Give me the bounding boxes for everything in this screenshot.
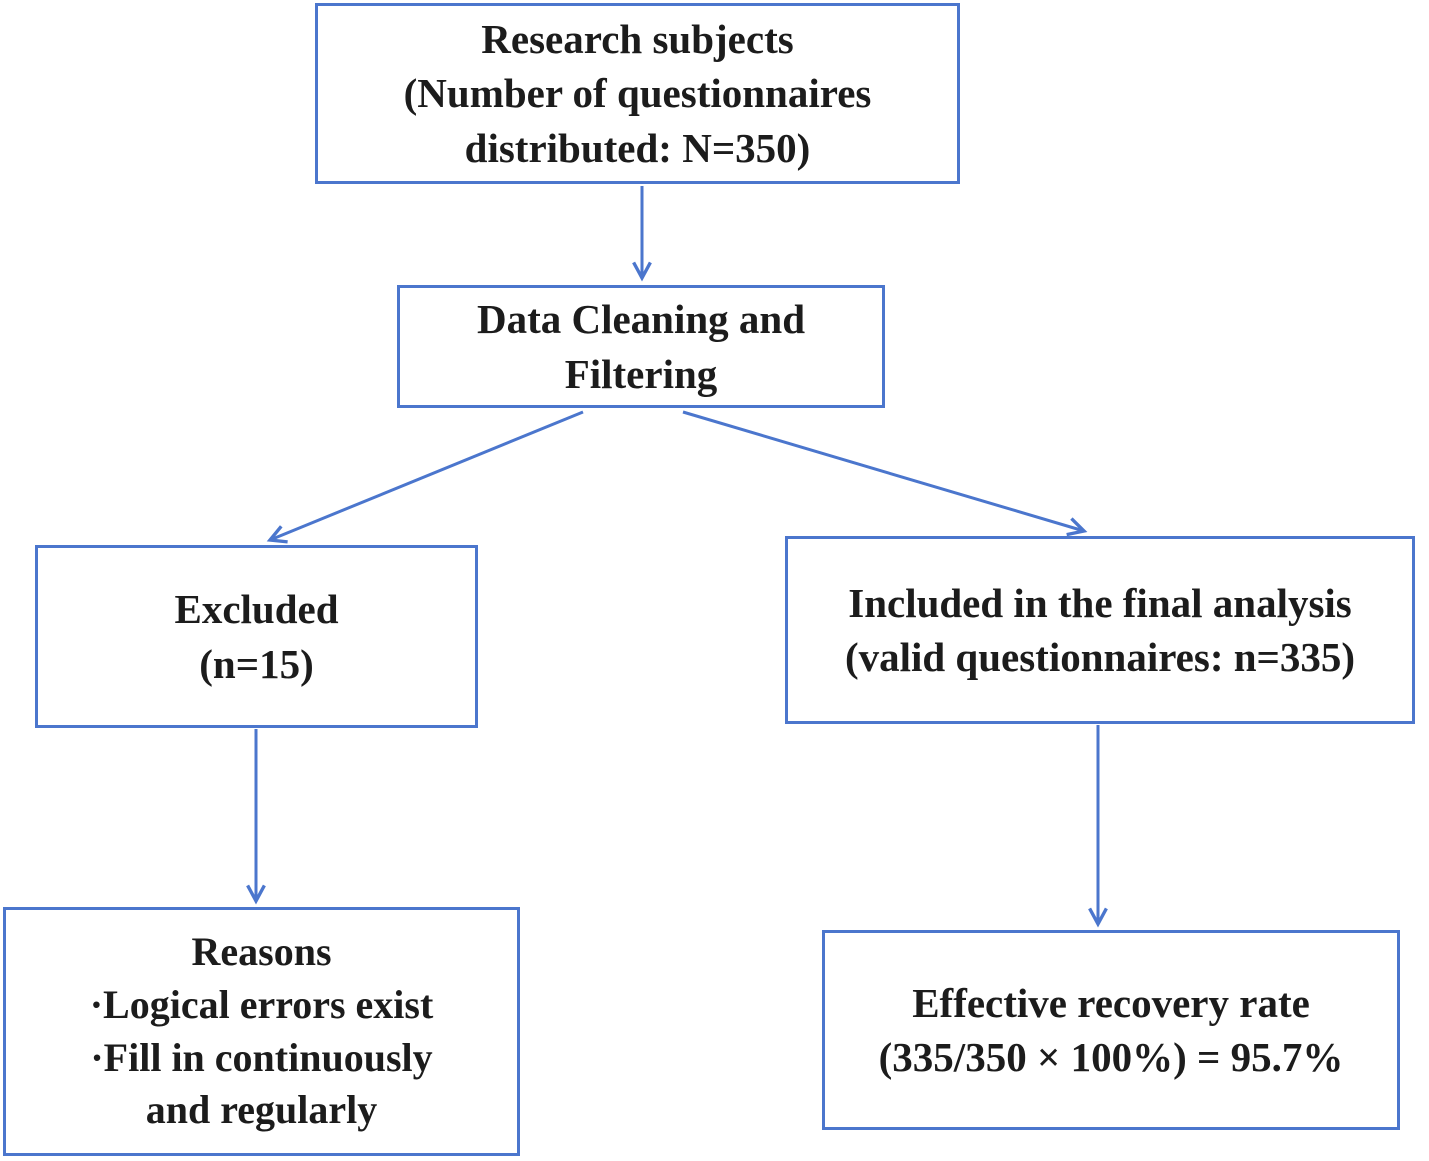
node-reasons-line: ·Logical errors exist: [89, 981, 434, 1027]
node-excluded: Excluded (n=15): [35, 545, 478, 728]
node-reasons-line: and regularly: [145, 1087, 378, 1133]
node-recovery-line: Effective recovery rate: [912, 979, 1310, 1026]
arrow-cleaning-to-excluded: [266, 410, 584, 544]
arrow-cleaning-to-included: [682, 410, 1088, 537]
node-research-subjects-line: distributed: N=350): [464, 124, 811, 171]
node-exclusion-reasons: Reasons ·Logical errors exist ·Fill in c…: [3, 907, 520, 1156]
node-data-cleaning-line: Filtering: [564, 350, 718, 397]
node-included-line: Included in the final analysis: [848, 579, 1352, 626]
node-research-subjects-line: Research subjects: [481, 16, 794, 63]
node-effective-recovery-rate: Effective recovery rate (335/350 × 100%)…: [822, 930, 1400, 1130]
node-excluded-line: Excluded: [174, 586, 339, 633]
node-data-cleaning-line: Data Cleaning and: [476, 296, 806, 343]
node-excluded-line: (n=15): [199, 640, 314, 687]
node-reasons-line: ·Fill in continuously: [90, 1034, 433, 1080]
node-reasons-line: Reasons: [191, 928, 332, 974]
node-data-cleaning: Data Cleaning and Filtering: [397, 285, 885, 408]
node-research-subjects: Research subjects (Number of questionnai…: [315, 3, 960, 184]
node-recovery-line: (335/350 × 100%) = 95.7%: [878, 1034, 1344, 1080]
node-included-final-analysis: Included in the final analysis (valid qu…: [785, 536, 1415, 724]
node-research-subjects-line: (Number of questionnaires: [403, 70, 872, 117]
node-included-line: (valid questionnaires: n=335): [844, 634, 1356, 680]
